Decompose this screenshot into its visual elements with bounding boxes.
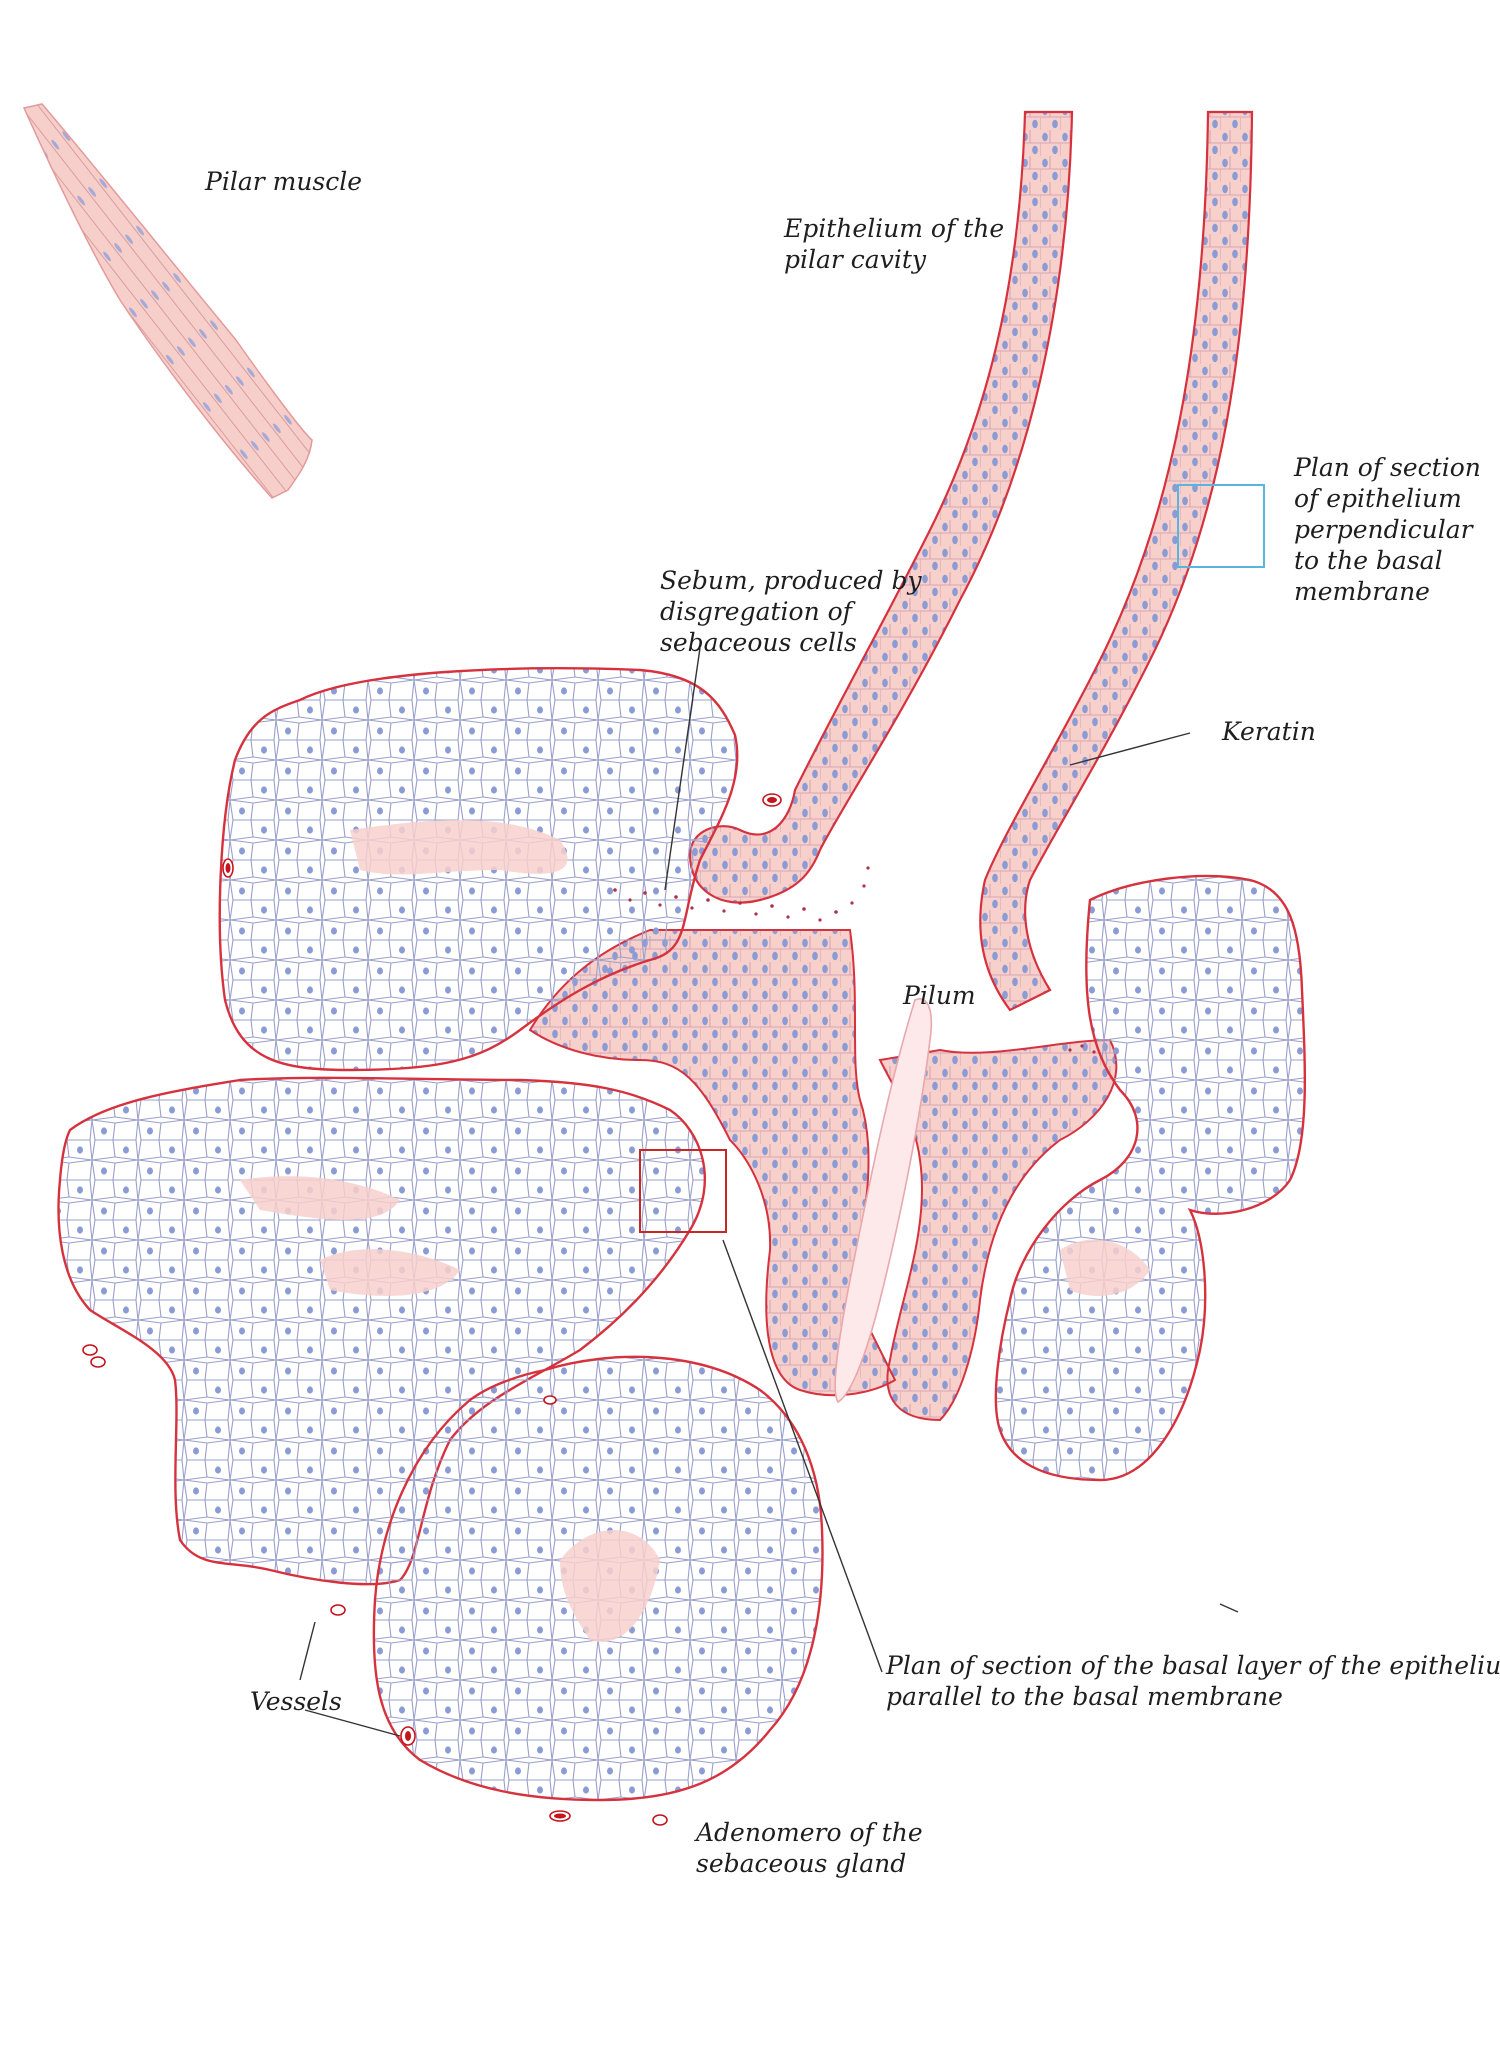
label-plan-perpendicular: Plan of section of epithelium perpendicu… xyxy=(1294,453,1481,606)
pilar-muscle xyxy=(22,103,313,499)
sebaceous-lobe-right xyxy=(994,874,1307,1482)
epithelial-strands xyxy=(240,820,1150,1642)
label-plan-parallel: Plan of section of the basal layer of th… xyxy=(886,1651,1500,1711)
label-pilum: Pilum xyxy=(903,981,976,1010)
label-adenomero: Adenomero of the sebaceous gland xyxy=(696,1818,923,1878)
label-keratin: Keratin xyxy=(1222,717,1316,746)
label-pilar-muscle: Pilar muscle xyxy=(205,167,363,196)
pilar-cavity-epithelium-right xyxy=(979,110,1254,1012)
plan-parallel-box xyxy=(639,1149,727,1233)
leader-lines xyxy=(299,647,1239,1737)
sebum-droplets xyxy=(613,866,1096,1054)
label-epithelium-pilar-cavity: Epithelium of the pilar cavity xyxy=(784,214,1005,274)
blood-vessels xyxy=(82,793,782,1826)
label-sebum: Sebum, produced by disgregation of sebac… xyxy=(660,566,922,657)
label-vessels: Vessels xyxy=(250,1687,342,1716)
pilum xyxy=(834,998,933,1404)
plan-perpendicular-box xyxy=(1177,484,1265,568)
